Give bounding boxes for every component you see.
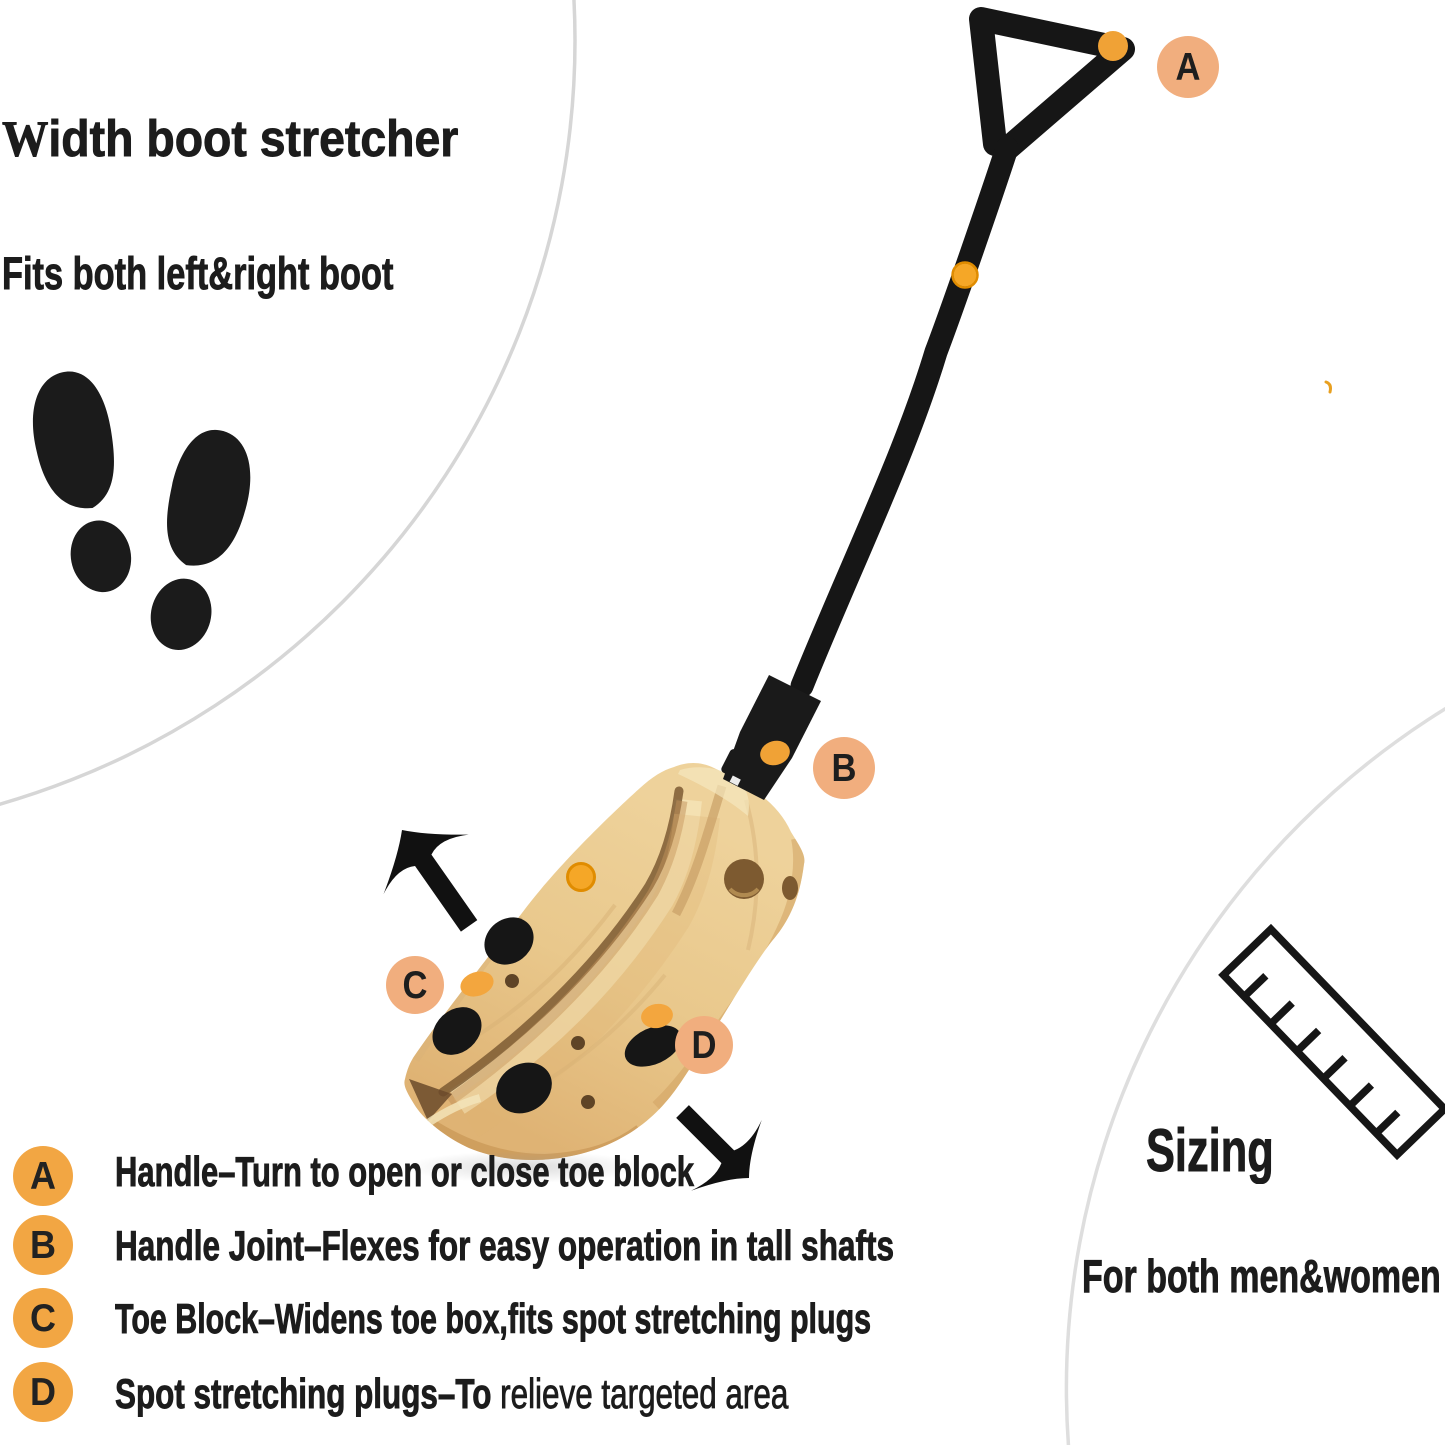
- svg-text:C: C: [403, 964, 428, 1007]
- svg-text:D: D: [30, 1371, 56, 1414]
- svg-text:C: C: [30, 1297, 56, 1340]
- svg-text:B: B: [30, 1224, 56, 1267]
- svg-text:D: D: [692, 1024, 717, 1067]
- svg-text:A: A: [30, 1155, 56, 1198]
- svg-text:A: A: [1176, 46, 1201, 89]
- svg-text:B: B: [832, 747, 857, 790]
